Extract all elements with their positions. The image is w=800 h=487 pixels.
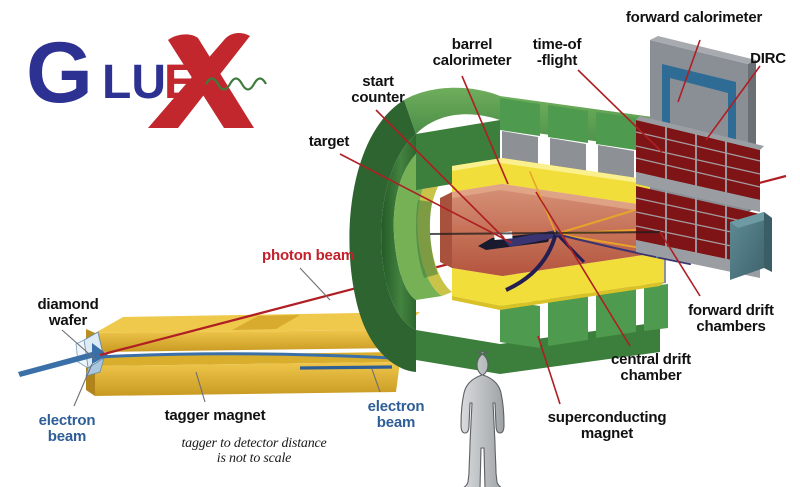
logo-letter-e: E: [164, 56, 196, 109]
label-barrel-calorimeter: barrel calorimeter: [432, 36, 512, 70]
electron-beam-line: [18, 343, 393, 377]
leader-electron-beam-left: [73, 363, 93, 407]
leader-forward-drift: [659, 231, 701, 297]
label-target: target: [308, 133, 350, 150]
label-photon-beam: photon beam: [262, 247, 354, 264]
leader-dirc: [705, 65, 761, 141]
person-scale: [460, 351, 505, 487]
label-diamond-wafer: diamond wafer: [37, 296, 99, 330]
central-drift-chamber-body: [440, 184, 664, 276]
fdc-body: [635, 116, 764, 278]
leader-electron-beam-right: [371, 368, 381, 393]
dirc-body: [730, 212, 772, 280]
leader-forward-calorimeter: [677, 39, 701, 103]
gluex-logo: G LU E: [26, 25, 267, 128]
label-dirc: DIRC: [750, 50, 786, 67]
label-superconducting-magnet: superconducting magnet: [547, 409, 667, 443]
leader-time-of-flight: [577, 69, 663, 153]
leader-start-counter: [375, 109, 505, 239]
leader-barrel-calorimeter: [461, 75, 509, 185]
label-forward-drift-chambers: forward drift chambers: [688, 302, 774, 336]
leader-central-drift: [535, 191, 631, 347]
label-electron-beam-right: electron beam: [367, 398, 425, 432]
logo-letter-g: G: [26, 25, 93, 121]
leader-tagger-magnet: [195, 371, 206, 403]
logo-x: [148, 32, 254, 128]
label-electron-beam-left: electron beam: [38, 412, 96, 446]
leader-diamond-wafer: [61, 329, 97, 361]
beam-pipe: [429, 231, 661, 235]
label-start-counter: start counter: [351, 73, 405, 107]
leader-target: [339, 153, 513, 244]
leader-superconducting: [537, 335, 561, 405]
leader-lines: [61, 39, 761, 407]
label-central-drift-chamber: central drift chamber: [611, 351, 691, 385]
leader-photon-beam: [299, 267, 331, 301]
logo-letters-lu: LU: [102, 56, 166, 109]
label-tagger-magnet: tagger magnet: [164, 407, 266, 424]
photon-wave-icon: [205, 77, 267, 91]
label-time-of-flight: time-of -flight: [532, 36, 582, 70]
label-forward-calorimeter: forward calorimeter: [625, 9, 763, 26]
label-tagger-note: tagger to detector distance is not to sc…: [181, 436, 327, 467]
